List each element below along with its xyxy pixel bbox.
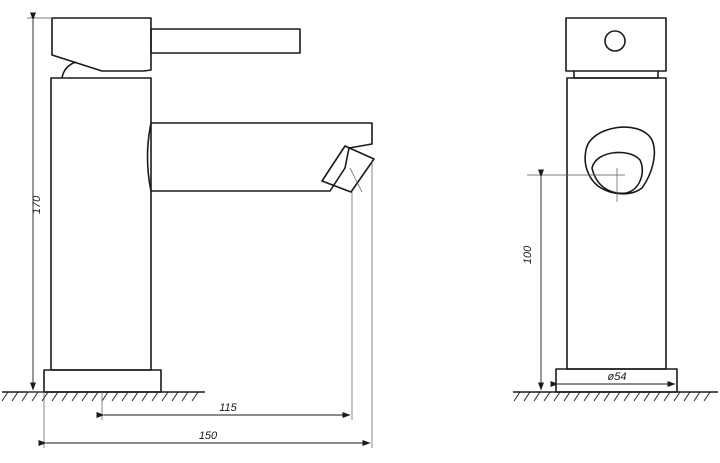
side-dimensions: 170 115 150 bbox=[27, 12, 373, 448]
dim-150-label: 150 bbox=[199, 430, 218, 442]
side-aerator-centerline bbox=[349, 167, 363, 193]
side-lever-seam bbox=[51, 54, 103, 72]
front-floor-hatching bbox=[513, 391, 711, 402]
front-spout-outer bbox=[584, 126, 656, 195]
side-lever-head bbox=[51, 17, 152, 72]
front-spout-inner bbox=[591, 151, 644, 195]
front-lever-head bbox=[565, 17, 667, 72]
front-body bbox=[566, 77, 667, 370]
side-spout bbox=[151, 122, 373, 192]
side-lever-handle bbox=[150, 28, 301, 54]
side-base-plate bbox=[43, 369, 162, 393]
side-view bbox=[1, 17, 375, 402]
front-dimensions: 100 ø54 bbox=[522, 169, 676, 391]
dim-54-label: ø54 bbox=[608, 371, 627, 383]
dim-100-label: 100 bbox=[522, 245, 534, 264]
side-cartridge-dome bbox=[61, 61, 77, 79]
front-lever-hole bbox=[604, 30, 626, 52]
dim-115-label: 115 bbox=[219, 402, 237, 414]
side-body bbox=[50, 77, 152, 371]
front-view bbox=[513, 17, 718, 402]
side-floor-hatching bbox=[1, 391, 199, 402]
dim-170-label: 170 bbox=[31, 195, 43, 214]
side-spout-joint bbox=[146, 122, 152, 192]
side-aerator bbox=[321, 145, 375, 193]
